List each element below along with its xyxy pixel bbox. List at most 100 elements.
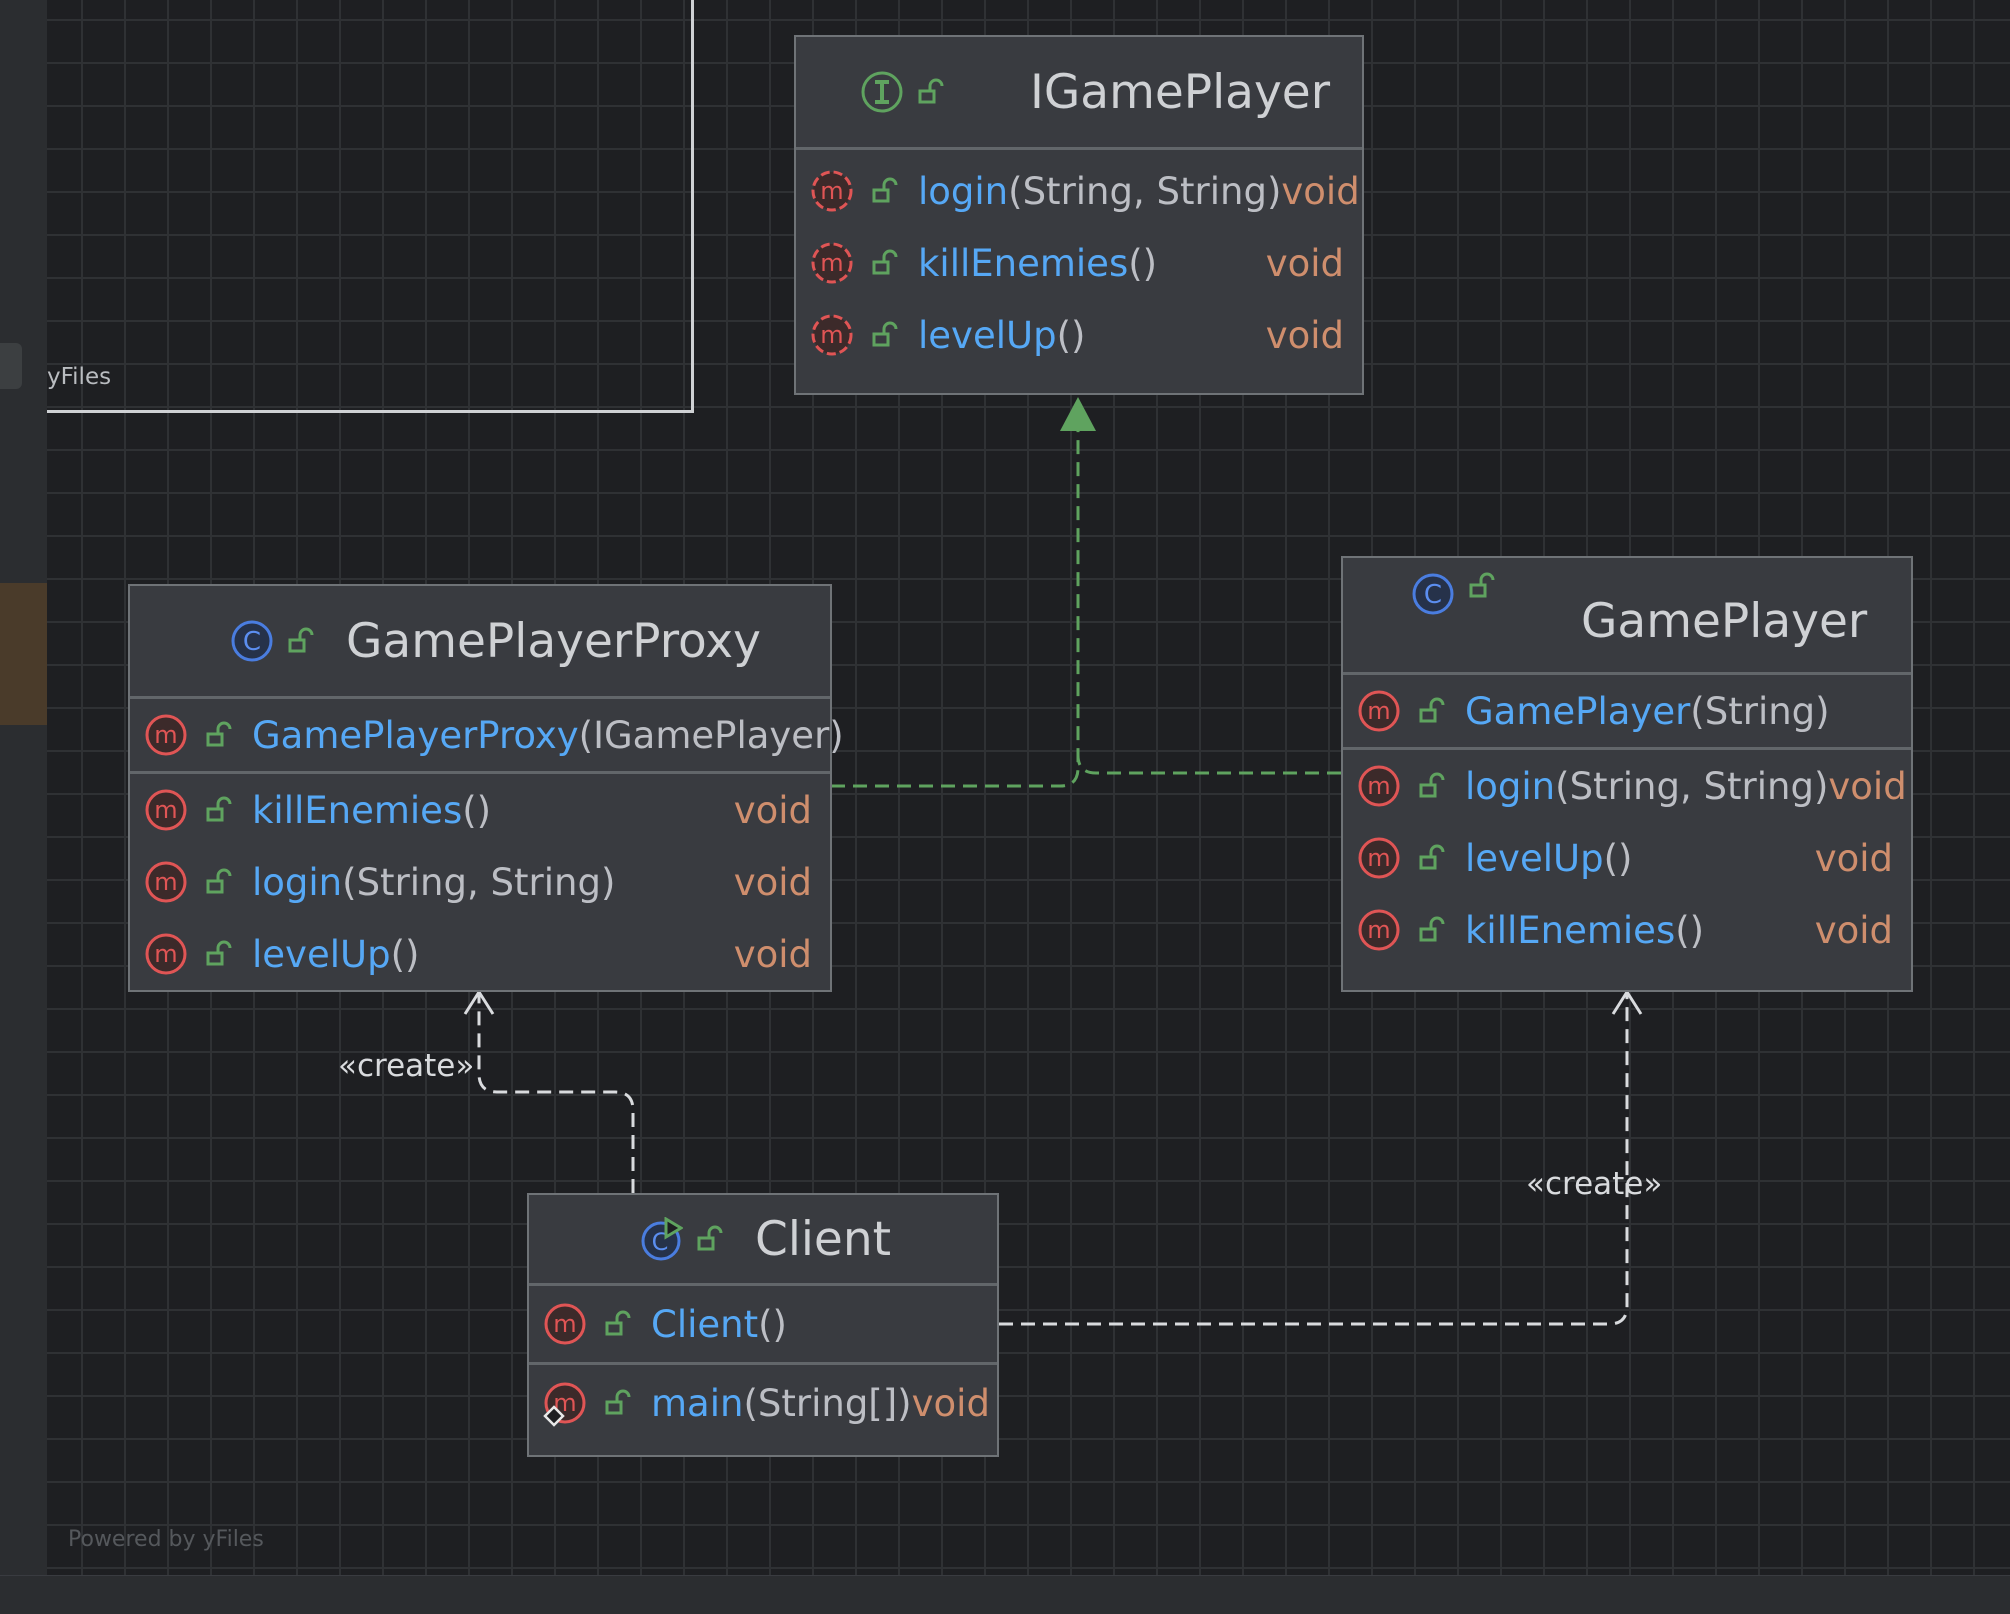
public-visibility-icon (1419, 844, 1445, 870)
constructor-row[interactable]: m Client() (529, 1286, 997, 1362)
method-icon: m (145, 714, 187, 756)
method-name: killEnemies (918, 241, 1129, 285)
section-divider (130, 696, 830, 699)
return-type: void (733, 860, 812, 904)
svg-text:m: m (1367, 916, 1390, 944)
return-type: void (1814, 836, 1893, 880)
constructor-name: GamePlayer (1465, 689, 1691, 733)
public-visibility-icon (1419, 697, 1445, 723)
overview-panel[interactable]: yFiles (47, 0, 694, 413)
method-icon: m (1358, 837, 1400, 879)
method-name: login (252, 860, 343, 904)
return-type: void (733, 788, 812, 832)
svg-text:m: m (820, 249, 843, 277)
node-header: C GamePlayerProxy (130, 586, 830, 696)
client-node[interactable]: C Client m Client() m main(String[]) voi… (527, 1193, 999, 1457)
method-icon: m (145, 789, 187, 831)
svg-text:m: m (154, 940, 177, 968)
svg-text:C: C (1424, 580, 1442, 610)
section-divider (1343, 747, 1911, 750)
method-icon: m (145, 861, 187, 903)
constructor-row[interactable]: m GamePlayerProxy(IGamePlayer) (130, 699, 844, 771)
section-divider (130, 771, 830, 774)
public-visibility-icon (288, 627, 314, 653)
method-row[interactable]: m killEnemies() void (796, 227, 1362, 299)
method-name: login (1465, 764, 1556, 808)
public-visibility-icon (697, 1225, 723, 1251)
node-title: GamePlayerProxy (346, 613, 761, 669)
svg-text:m: m (553, 1310, 576, 1338)
create-label-player: «create» (1526, 1166, 1663, 1202)
method-params: (String, String) (342, 860, 616, 904)
igameplayer-node[interactable]: IGamePlayer m login(String, String) void… (794, 35, 1364, 395)
method-icon: m (145, 933, 187, 975)
method-icon: m (544, 1303, 586, 1345)
public-visibility-icon (206, 940, 232, 966)
return-type: void (1828, 764, 1907, 808)
class-icon: C (231, 620, 273, 662)
node-title: Client (755, 1211, 892, 1267)
powered-by-watermark: Powered by yFiles (68, 1527, 264, 1552)
method-name: killEnemies (252, 788, 463, 832)
node-header: C Client (529, 1195, 997, 1283)
left-tool-tab-active[interactable] (0, 583, 47, 725)
constructor-row[interactable]: m GamePlayer(String) (1343, 675, 1911, 747)
section-divider (1343, 672, 1911, 675)
method-params: (String, String) (1008, 169, 1282, 213)
constructor-params: (IGamePlayer) (578, 713, 844, 757)
svg-text:C: C (652, 1228, 669, 1256)
section-divider (796, 147, 1362, 150)
method-params: () (390, 932, 420, 976)
section-divider (529, 1362, 997, 1365)
method-row[interactable]: m killEnemies() void (130, 774, 830, 846)
method-params: (String, String) (1555, 764, 1829, 808)
svg-text:m: m (154, 796, 177, 824)
svg-text:m: m (1367, 697, 1390, 725)
method-name: main (651, 1381, 744, 1425)
method-name: login (918, 169, 1009, 213)
method-name: levelUp (252, 932, 391, 976)
public-visibility-icon (206, 796, 232, 822)
return-type: void (1814, 908, 1893, 952)
method-row[interactable]: m main(String[]) void (529, 1365, 997, 1441)
method-icon: m (1358, 690, 1400, 732)
method-row[interactable]: m login(String, String) void (1343, 750, 1911, 822)
svg-text:m: m (154, 868, 177, 896)
public-visibility-icon (605, 1389, 631, 1415)
method-row[interactable]: m login(String, String) void (796, 155, 1362, 227)
method-row[interactable]: m levelUp() void (130, 918, 830, 990)
svg-text:m: m (154, 721, 177, 749)
public-visibility-icon (206, 868, 232, 894)
node-title: GamePlayer (1581, 594, 1868, 649)
constructor-name: GamePlayerProxy (252, 713, 579, 757)
method-params: () (1056, 313, 1086, 357)
method-row[interactable]: m killEnemies() void (1343, 894, 1911, 966)
status-bar (0, 1575, 2010, 1614)
runnable-class-icon: C (641, 1217, 683, 1261)
method-params: () (462, 788, 492, 832)
svg-text:m: m (1367, 772, 1390, 800)
gameplayer-node[interactable]: C GamePlayer m GamePlayer(String) m logi… (1341, 556, 1913, 992)
return-type: void (1265, 241, 1344, 285)
node-title: IGamePlayer (1030, 64, 1331, 120)
constructor-params: () (758, 1302, 787, 1346)
gameplayerproxy-node[interactable]: C GamePlayerProxy m GamePlayerProxy(IGam… (128, 584, 844, 992)
svg-text:m: m (820, 177, 843, 205)
return-type: void (1265, 313, 1344, 357)
public-visibility-icon (605, 1310, 631, 1336)
overview-label: yFiles (47, 364, 112, 390)
method-row[interactable]: m levelUp() void (796, 299, 1362, 371)
method-row[interactable]: m login(String, String) void (130, 846, 830, 918)
method-icon: m (1358, 909, 1400, 951)
return-type: void (1281, 169, 1360, 213)
public-visibility-icon (872, 321, 898, 347)
public-visibility-icon (872, 177, 898, 203)
public-visibility-icon (1419, 916, 1445, 942)
return-type: void (733, 932, 812, 976)
constructor-name: Client (651, 1302, 759, 1346)
method-row[interactable]: m levelUp() void (1343, 822, 1911, 894)
public-visibility-icon (206, 721, 232, 747)
left-tool-strip (0, 0, 47, 1575)
node-header: IGamePlayer (796, 37, 1362, 147)
left-tool-tab[interactable] (0, 343, 22, 389)
